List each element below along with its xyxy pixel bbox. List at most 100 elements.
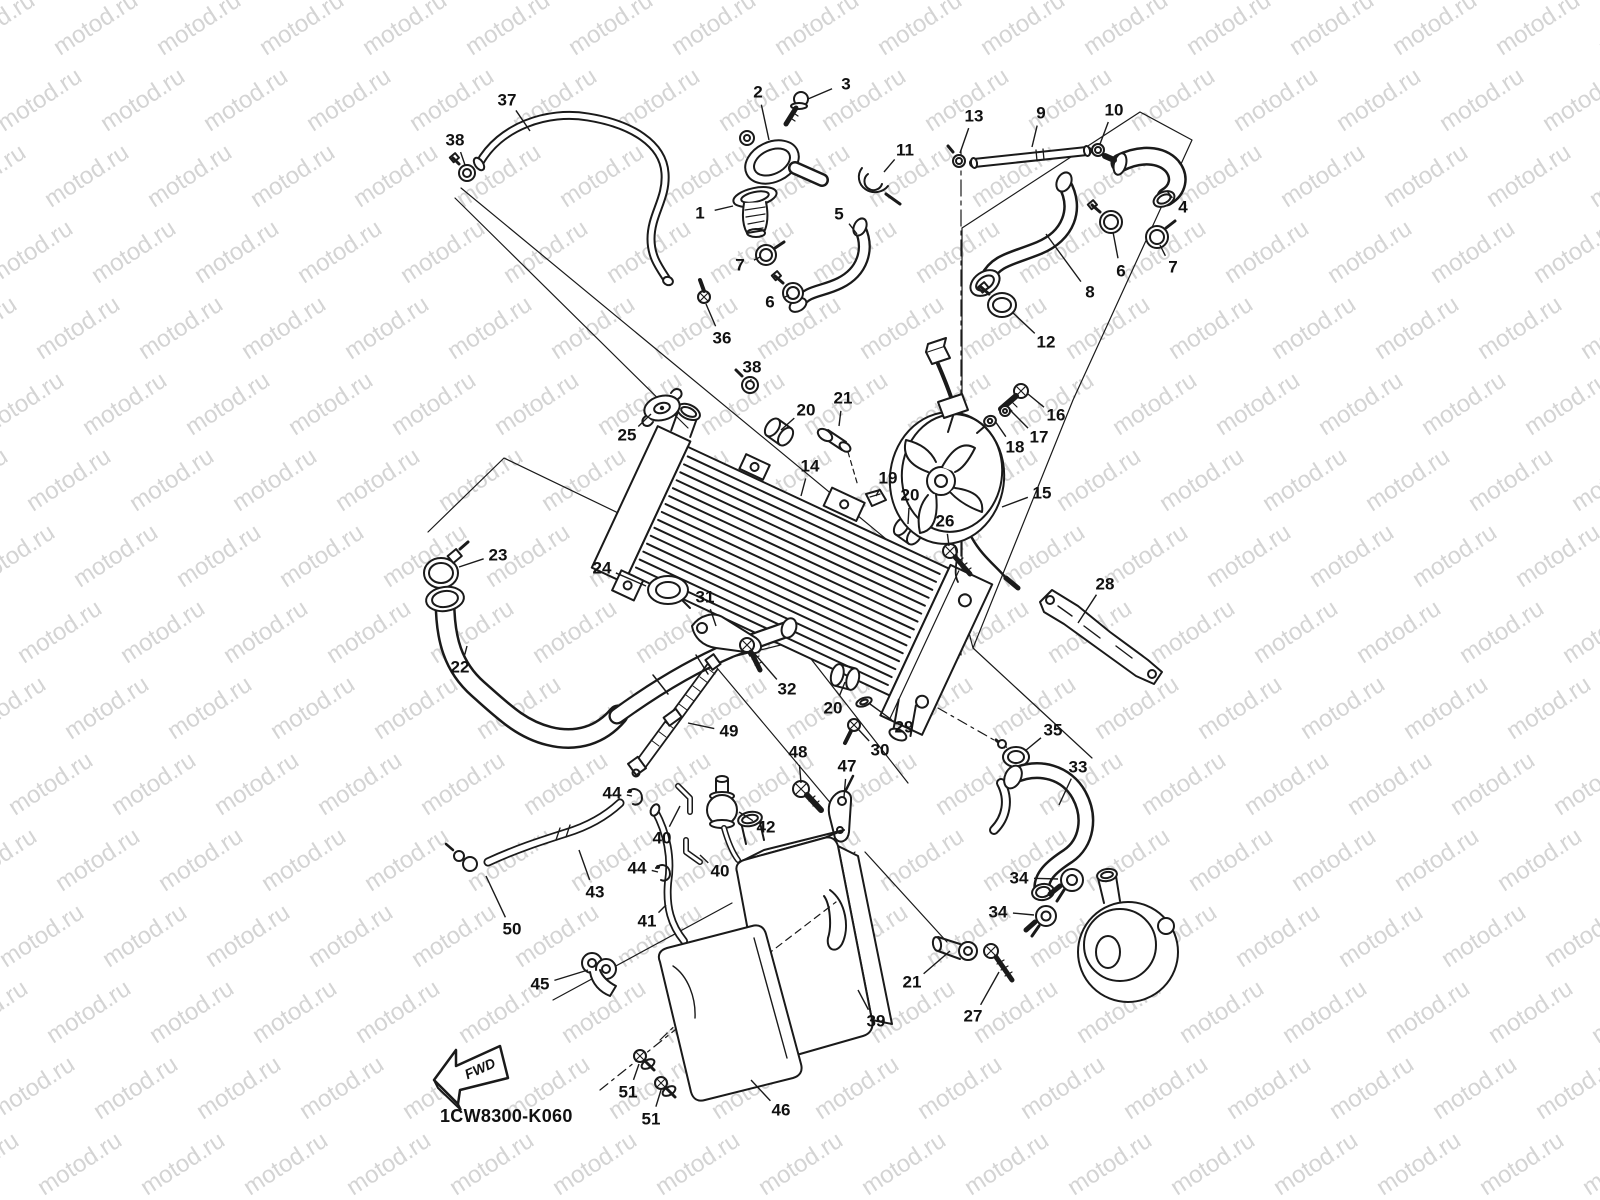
part-label-32-34[interactable]: 32 xyxy=(778,680,797,699)
part-label-40-48[interactable]: 40 xyxy=(711,862,730,881)
part-label-47-43[interactable]: 47 xyxy=(838,757,857,776)
watermark-text: motod.ru xyxy=(1314,367,1408,441)
watermark-text: motod.ru xyxy=(1361,443,1455,517)
part-label-36-8[interactable]: 36 xyxy=(713,329,732,348)
part-label-13-11[interactable]: 13 xyxy=(965,107,984,126)
leader-line-36-8 xyxy=(705,303,717,327)
part-label-6-7[interactable]: 6 xyxy=(765,293,774,312)
radiator-fin-line xyxy=(686,455,941,575)
part-label-21-21[interactable]: 21 xyxy=(834,389,853,408)
part-label-24-31[interactable]: 24 xyxy=(593,559,612,578)
watermark-text: motod.ru xyxy=(1435,63,1529,137)
part-label-44-44[interactable]: 44 xyxy=(603,784,622,803)
radiator-fin-line xyxy=(657,518,912,639)
part-label-29-36[interactable]: 29 xyxy=(895,718,914,737)
part-label-38-9[interactable]: 38 xyxy=(743,358,762,377)
part-label-45-52[interactable]: 45 xyxy=(531,975,550,994)
part-label-44-47[interactable]: 44 xyxy=(628,859,647,878)
part-label-48-42[interactable]: 48 xyxy=(789,743,808,762)
leader-line-7-6 xyxy=(753,256,761,261)
part-label-27-55[interactable]: 27 xyxy=(964,1007,983,1026)
part-label-49-38[interactable]: 49 xyxy=(720,722,739,741)
part-label-16-26[interactable]: 16 xyxy=(1047,406,1066,425)
part-label-7-16[interactable]: 7 xyxy=(1168,258,1177,277)
part-label-38-1[interactable]: 38 xyxy=(446,131,465,150)
part-label-51-59[interactable]: 51 xyxy=(642,1110,661,1129)
joint-50 xyxy=(444,842,478,872)
part-label-33-41[interactable]: 33 xyxy=(1069,758,1088,777)
part-label-14-22[interactable]: 14 xyxy=(801,457,820,476)
part-label-8-17[interactable]: 8 xyxy=(1085,283,1094,302)
part-label-3-3[interactable]: 3 xyxy=(841,75,850,94)
watermark-text: motod.ru xyxy=(246,139,340,213)
part-label-31-33[interactable]: 31 xyxy=(696,588,715,607)
radiator-fin-line xyxy=(660,510,915,631)
part-label-20-24[interactable]: 20 xyxy=(901,486,920,505)
watermark-text: motod.ru xyxy=(1511,519,1600,593)
bolt-21b xyxy=(931,936,978,961)
part-label-20-35[interactable]: 20 xyxy=(824,699,843,718)
part-label-35-39[interactable]: 35 xyxy=(1044,721,1063,740)
leader-line-39-53 xyxy=(857,989,870,1011)
part-label-46-60[interactable]: 46 xyxy=(772,1101,791,1120)
watermark-text: motod.ru xyxy=(1531,1051,1600,1125)
part-label-10-13[interactable]: 10 xyxy=(1105,101,1124,120)
leader-line-33-41 xyxy=(1058,778,1072,806)
part-label-34-57[interactable]: 34 xyxy=(989,903,1008,922)
part-label-12-18[interactable]: 12 xyxy=(1037,333,1056,352)
part-label-30-37[interactable]: 30 xyxy=(871,741,890,760)
watermark-text: motod.ru xyxy=(1473,291,1567,365)
part-label-40-45[interactable]: 40 xyxy=(653,829,672,848)
watermark-text: motod.ru xyxy=(1325,1051,1419,1125)
part-label-2-2[interactable]: 2 xyxy=(753,83,762,102)
part-label-39-53[interactable]: 39 xyxy=(867,1012,886,1031)
part-label-51-58[interactable]: 51 xyxy=(619,1083,638,1102)
part-label-41-50[interactable]: 41 xyxy=(638,912,657,931)
watermark-text: motod.ru xyxy=(1240,747,1334,821)
part-label-9-12[interactable]: 9 xyxy=(1036,104,1045,123)
part-label-4-14[interactable]: 4 xyxy=(1178,198,1188,217)
hose-41 xyxy=(649,803,688,945)
part-label-20-20[interactable]: 20 xyxy=(797,401,816,420)
part-label-43-49[interactable]: 43 xyxy=(586,883,605,902)
watermark-text: motod.ru xyxy=(152,0,246,61)
part-label-34-56[interactable]: 34 xyxy=(1010,869,1029,888)
part-label-21-54[interactable]: 21 xyxy=(903,973,922,992)
part-label-19-23[interactable]: 19 xyxy=(879,469,898,488)
part-label-42-46[interactable]: 42 xyxy=(757,818,776,837)
leader-line-49-38 xyxy=(687,722,715,730)
part-label-23-30[interactable]: 23 xyxy=(489,546,508,565)
watermark-text: motod.ru xyxy=(125,443,219,517)
watermark-text: motod.ru xyxy=(87,215,181,289)
part-label-50-51[interactable]: 50 xyxy=(503,920,522,939)
leader-line-19-23 xyxy=(875,488,881,497)
part-label-25-19[interactable]: 25 xyxy=(618,426,637,445)
watermark-text: motod.ru xyxy=(210,747,304,821)
part-label-37-0[interactable]: 37 xyxy=(498,91,517,110)
leader-line-38-1 xyxy=(459,151,466,166)
leader-line-20-24 xyxy=(907,507,910,525)
part-label-28-40[interactable]: 28 xyxy=(1096,575,1115,594)
watermark-text: motod.ru xyxy=(1182,0,1276,61)
part-label-1-4[interactable]: 1 xyxy=(695,204,704,223)
grommet-45 xyxy=(581,952,617,997)
part-label-17-27[interactable]: 17 xyxy=(1030,428,1049,447)
part-label-15-29[interactable]: 15 xyxy=(1033,484,1052,503)
part-label-7-6[interactable]: 7 xyxy=(735,256,744,275)
leader-line-37-0 xyxy=(515,110,531,132)
washer-29 xyxy=(855,696,873,708)
watermark-text: motod.ru xyxy=(313,747,407,821)
leader-line-18-28 xyxy=(994,420,1007,438)
leader-line-44-47 xyxy=(651,869,659,873)
part-label-5-5[interactable]: 5 xyxy=(834,205,843,224)
leader-line-43-49 xyxy=(578,849,591,881)
part-label-11-10[interactable]: 11 xyxy=(896,141,914,160)
watermark-text: motod.ru xyxy=(1370,291,1464,365)
leader-line-40-48 xyxy=(699,854,709,864)
part-label-22-32[interactable]: 22 xyxy=(451,658,470,677)
bolt-36 xyxy=(697,278,711,304)
part-label-18-28[interactable]: 18 xyxy=(1006,438,1025,457)
part-label-26-25[interactable]: 26 xyxy=(936,512,955,531)
part-label-6-15[interactable]: 6 xyxy=(1116,262,1125,281)
watermark-text: motod.ru xyxy=(4,747,98,821)
